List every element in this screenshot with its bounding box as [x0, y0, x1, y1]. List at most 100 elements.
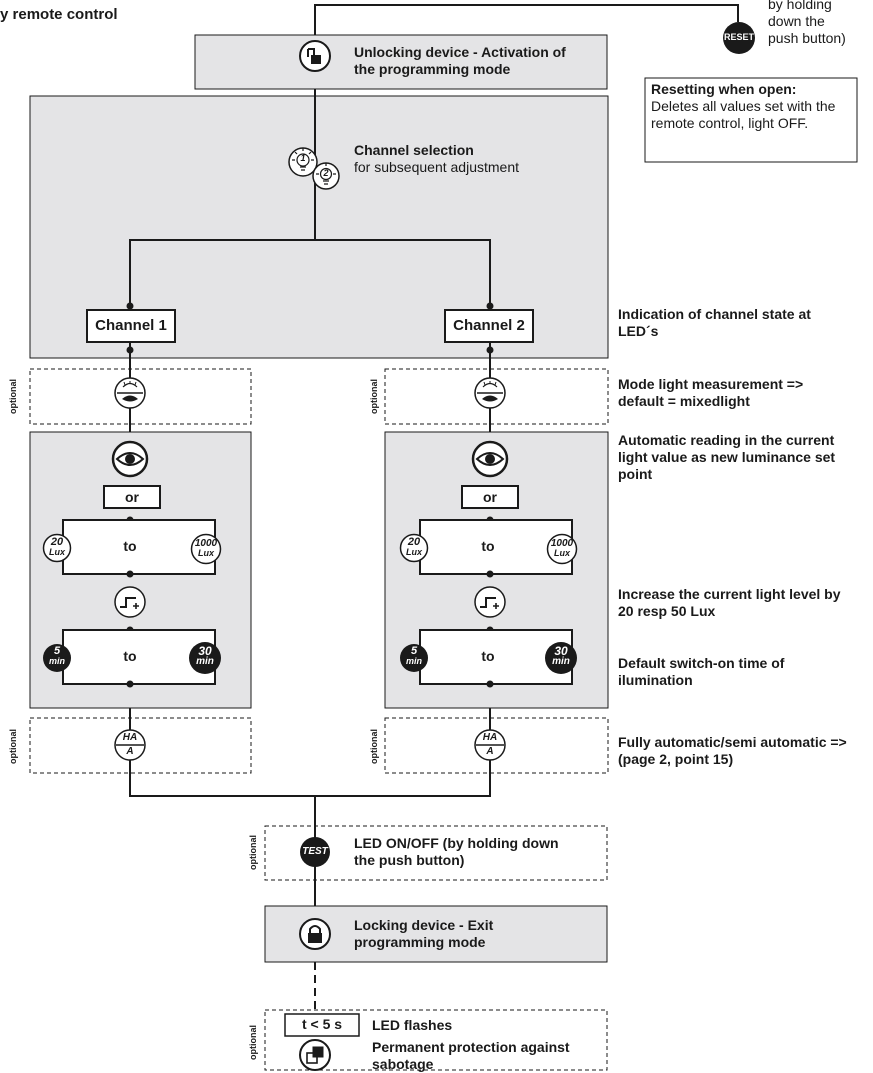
- increase-icon: [474, 586, 506, 618]
- optional-box-light-1: [29, 368, 252, 425]
- channel-selection-text: Channel selection for subsequent adjustm…: [354, 142, 584, 176]
- optional-label: optional: [369, 729, 379, 764]
- eye-icon: [471, 440, 509, 478]
- lux-min-value: 20: [50, 536, 64, 548]
- light-measure-icon: [474, 377, 506, 409]
- lux-min-unit: Lux: [48, 547, 65, 557]
- time-to-label: to: [123, 648, 137, 664]
- lux-max-value: 1000: [194, 538, 218, 549]
- optional-box-test: [264, 825, 608, 881]
- page-title: y remote control: [0, 6, 118, 23]
- time-min-unit: min: [48, 656, 65, 666]
- annotation-default-time: Default switch-on time of ilumination: [618, 655, 785, 688]
- increase-icon: [114, 586, 146, 618]
- reset-icon: [723, 22, 755, 54]
- time-max-value: 30: [198, 644, 212, 658]
- lux-min-value: 20: [407, 536, 421, 548]
- lux-max-unit: Lux: [553, 548, 570, 558]
- reset-note: by holding down the push button): [768, 0, 872, 47]
- channel-selection-title: Channel selection: [354, 142, 474, 158]
- light-measure-icon: [114, 377, 146, 409]
- channel-1-box: [86, 309, 176, 343]
- lux-max-unit: Lux: [197, 548, 214, 558]
- lux-min-badge: [399, 533, 429, 563]
- lock-icon: [299, 918, 331, 950]
- panel-internals-2: [419, 485, 573, 688]
- ha-bottom-label: A: [126, 746, 134, 757]
- time-min-value: 5: [53, 645, 61, 657]
- lux-to-label: to: [123, 538, 137, 554]
- channel-selection-subtitle: for subsequent adjustment: [354, 159, 519, 175]
- unlock-box: [194, 34, 608, 90]
- lux-max-value: 1000: [550, 538, 574, 549]
- reset-open-text: Deletes all values set with the remote c…: [651, 98, 836, 131]
- led-flashes-text: LED flashes: [372, 1017, 453, 1033]
- reset-note-line-3: push button): [768, 30, 846, 46]
- channel-1-label: Channel 1: [95, 317, 167, 334]
- reset-note-line-1: by holding: [768, 0, 832, 12]
- optional-label: optional: [8, 379, 18, 414]
- time-max-unit: min: [552, 656, 570, 667]
- ha-top-label: HA: [122, 732, 138, 743]
- or-label: or: [125, 489, 139, 505]
- channel-select-icon: [288, 147, 340, 190]
- channel-2-box: [444, 309, 534, 343]
- panel-internals-1: [62, 485, 216, 688]
- optional-box-ha-2: [384, 717, 609, 774]
- time-max-badge: [545, 642, 577, 674]
- ha-top-label: HA: [482, 732, 498, 743]
- lux-min-badge: [42, 533, 72, 563]
- reset-note-line-2: down the: [768, 13, 825, 29]
- reset-button-label: RESET: [723, 32, 754, 42]
- channel-1-digit: 1: [300, 153, 306, 163]
- time-label: t < 5 s: [301, 1016, 343, 1032]
- optional-box-light-2: [384, 368, 609, 425]
- reset-note-box: [644, 77, 858, 163]
- ha-mode-icon: [114, 729, 146, 761]
- time-min-badge: [43, 644, 71, 672]
- annotation-channel-state: Indication of channel state at LED´s: [618, 306, 811, 339]
- lock-text: Locking device - Exit programming mode: [354, 917, 494, 950]
- annotation-fully-auto: Fully automatic/semi automatic => (page …: [618, 734, 847, 767]
- test-text: LED ON/OFF (by holding down the push but…: [354, 835, 559, 868]
- lux-max-badge: [546, 533, 578, 565]
- time-max-unit: min: [196, 656, 214, 667]
- optional-label: optional: [369, 379, 379, 414]
- annotation-light-measure: Mode light measurement => default = mixe…: [618, 376, 804, 409]
- time-min-badge: [400, 644, 428, 672]
- ha-mode-icon: [474, 729, 506, 761]
- time-box: [284, 1013, 360, 1037]
- optional-box-final: [264, 1009, 608, 1071]
- optional-box-ha-1: [29, 717, 252, 774]
- time-to-label: to: [481, 648, 495, 664]
- optional-label: optional: [248, 835, 258, 870]
- unlock-text: Unlocking device - Activation of the pro…: [354, 44, 566, 77]
- test-icon: [300, 837, 330, 867]
- time-min-value: 5: [410, 645, 418, 657]
- optional-label: optional: [8, 729, 18, 764]
- channel-2-digit: 2: [323, 168, 329, 178]
- eye-icon: [111, 440, 149, 478]
- reset-open-title: Resetting when open:: [651, 81, 797, 97]
- reset-wire: [314, 4, 739, 35]
- protection-text: Permanent protection against sabotage: [372, 1039, 570, 1072]
- or-box: [103, 485, 161, 509]
- test-icon-label: TEST: [302, 846, 328, 857]
- time-max-badge: [189, 642, 221, 674]
- lux-to-label: to: [481, 538, 495, 554]
- reset-open-note: Resetting when open: Deletes all values …: [651, 81, 855, 132]
- sabotage-protection-icon: [299, 1039, 331, 1071]
- ha-bottom-label: A: [486, 746, 494, 757]
- time-min-unit: min: [405, 656, 422, 666]
- lux-max-badge: [190, 533, 222, 565]
- annotation-increase: Increase the current light level by 20 r…: [618, 586, 841, 619]
- lux-min-unit: Lux: [405, 547, 422, 557]
- annotation-auto-reading: Automatic reading in the current light v…: [618, 432, 836, 482]
- lux-range-box: [419, 519, 573, 575]
- or-label: or: [483, 489, 497, 505]
- channel-2-label: Channel 2: [453, 317, 525, 334]
- time-max-value: 30: [554, 644, 568, 658]
- optional-label: optional: [248, 1025, 258, 1060]
- or-box: [461, 485, 519, 509]
